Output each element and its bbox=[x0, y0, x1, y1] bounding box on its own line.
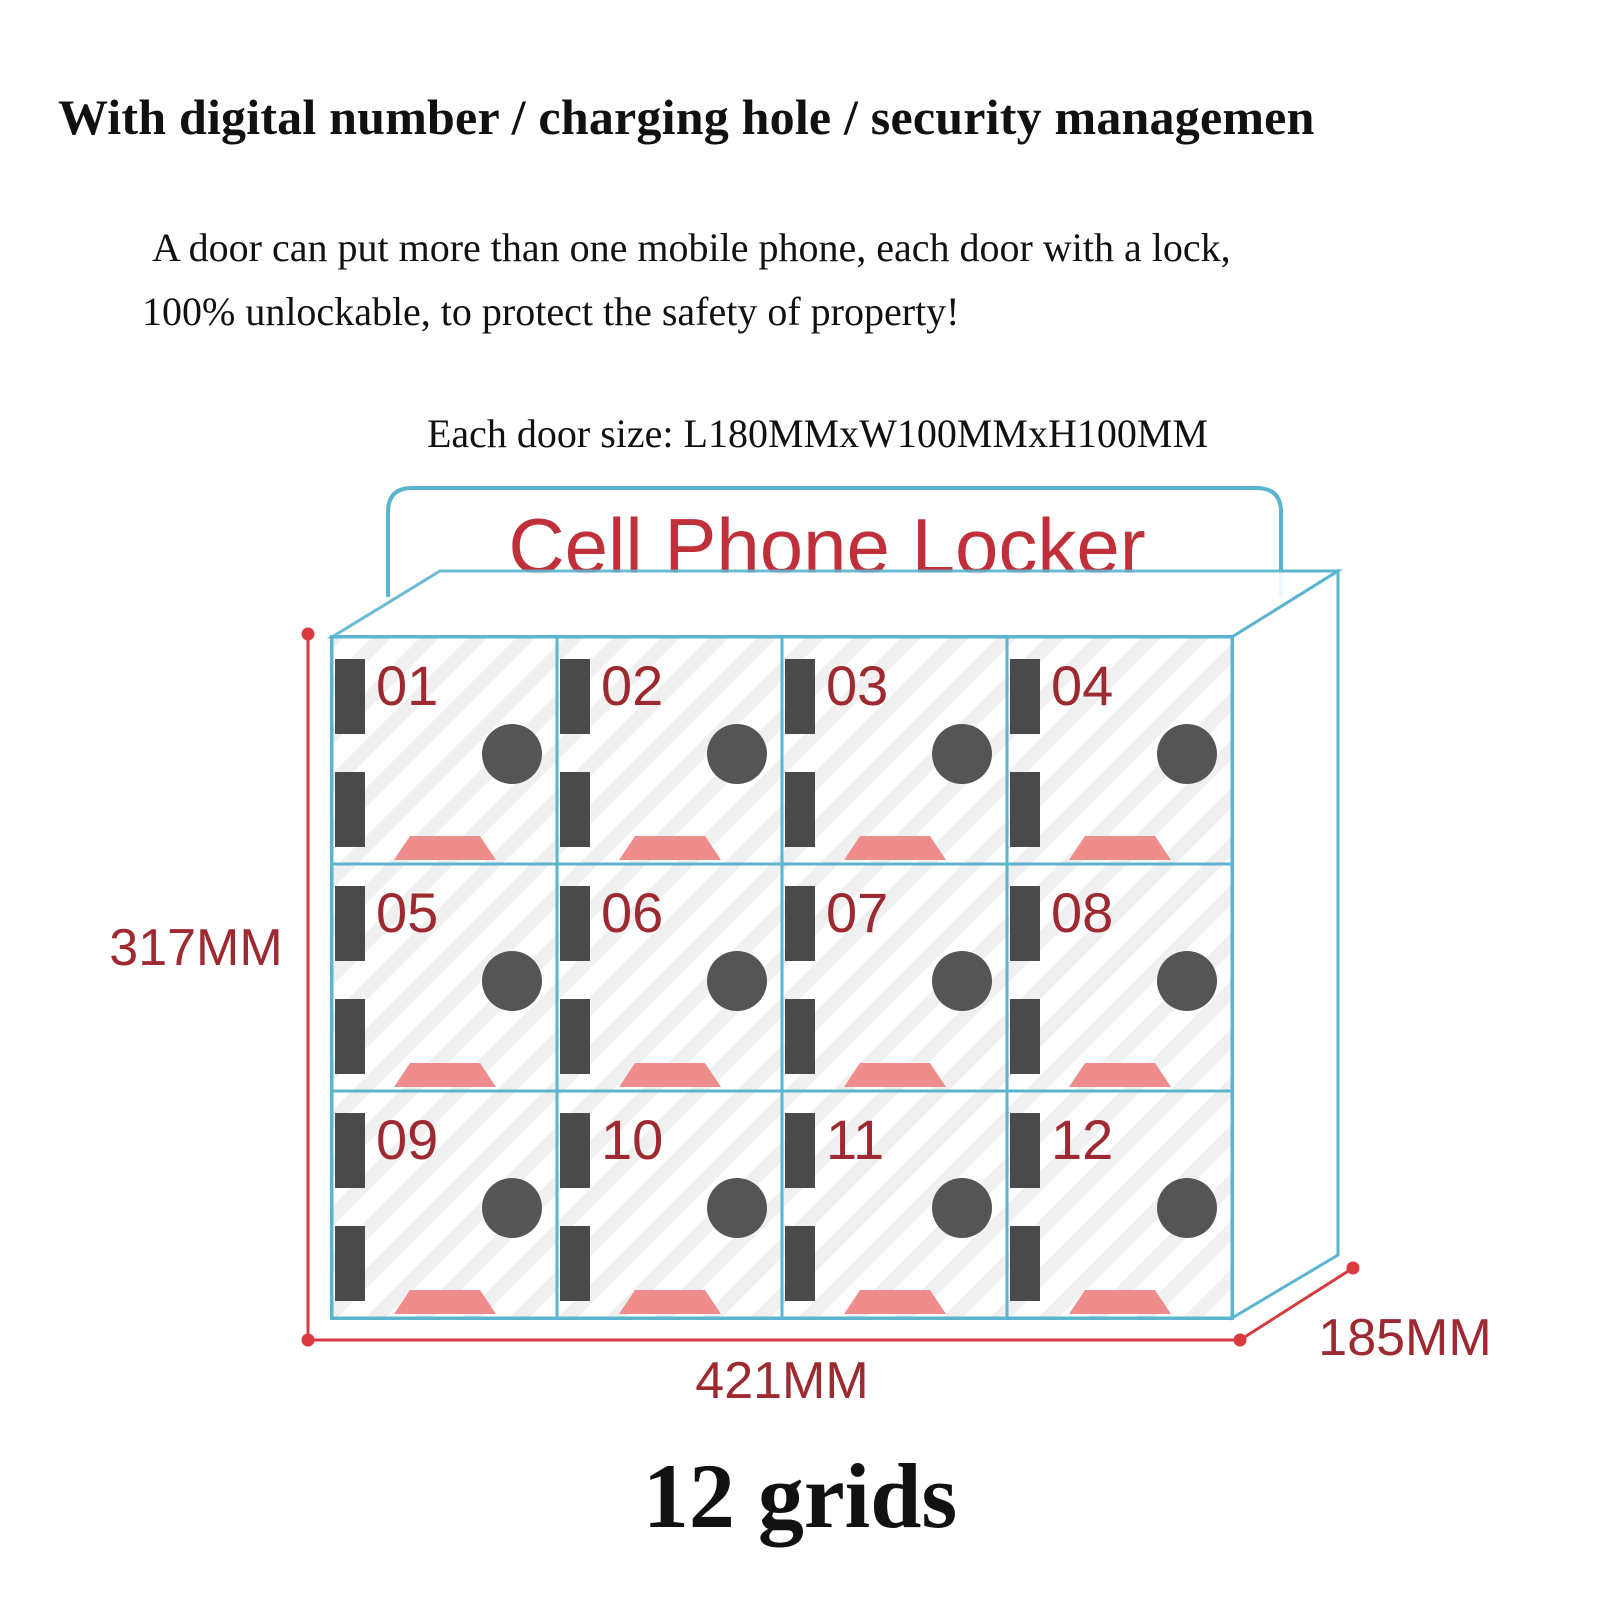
hinge-top bbox=[1010, 659, 1040, 734]
lock-icon bbox=[1157, 1178, 1217, 1238]
locker-door: 06 bbox=[555, 862, 784, 1093]
hinge-bottom bbox=[335, 1226, 365, 1301]
hinge-bottom bbox=[785, 999, 815, 1074]
cabinet-side bbox=[1230, 568, 1340, 1321]
lock-icon bbox=[482, 1178, 542, 1238]
lock-icon bbox=[707, 1178, 767, 1238]
hinge-top bbox=[785, 659, 815, 734]
locker-door: 12 bbox=[1005, 1089, 1234, 1320]
hinge-bottom bbox=[335, 772, 365, 847]
grid-count: 12 grids bbox=[642, 1445, 958, 1547]
locker-door: 07 bbox=[780, 862, 1009, 1093]
hinge-top bbox=[785, 886, 815, 961]
lock-icon bbox=[1157, 724, 1217, 784]
door-number: 12 bbox=[1051, 1108, 1113, 1171]
door-number: 04 bbox=[1051, 654, 1113, 717]
hinge-bottom bbox=[560, 772, 590, 847]
hinge-top bbox=[1010, 1113, 1040, 1188]
charging-hole bbox=[619, 1290, 721, 1314]
description-line-1: A door can put more than one mobile phon… bbox=[152, 225, 1231, 270]
hinge-top bbox=[1010, 886, 1040, 961]
charging-hole bbox=[844, 1290, 946, 1314]
charging-hole bbox=[394, 836, 496, 860]
locker-door: 08 bbox=[1005, 862, 1234, 1093]
hinge-bottom bbox=[785, 1226, 815, 1301]
door-number: 05 bbox=[376, 881, 438, 944]
description: A door can put more than one mobile phon… bbox=[142, 216, 1542, 344]
locker-door: 03 bbox=[780, 635, 1009, 866]
door-number: 07 bbox=[826, 881, 888, 944]
charging-hole bbox=[1069, 1063, 1171, 1087]
charging-hole bbox=[619, 836, 721, 860]
hinge-bottom bbox=[1010, 772, 1040, 847]
charging-hole bbox=[844, 836, 946, 860]
hinge-top bbox=[335, 659, 365, 734]
lock-icon bbox=[482, 951, 542, 1011]
door-number: 02 bbox=[601, 654, 663, 717]
hinge-top bbox=[560, 1113, 590, 1188]
hinge-bottom bbox=[335, 999, 365, 1074]
hinge-bottom bbox=[560, 999, 590, 1074]
headline: With digital number / charging hole / se… bbox=[58, 89, 1315, 145]
dimension-lines bbox=[301, 627, 1360, 1347]
cabinet-top bbox=[326, 569, 1344, 639]
locker-door: 09 bbox=[330, 1089, 559, 1320]
locker-door: 05 bbox=[330, 862, 559, 1093]
description-line-2: 100% unlockable, to protect the safety o… bbox=[142, 289, 960, 334]
door-number: 11 bbox=[826, 1108, 884, 1171]
lock-icon bbox=[932, 724, 992, 784]
door-size-note: Each door size: L180MMxW100MMxH100MM bbox=[426, 411, 1209, 456]
hinge-bottom bbox=[560, 1226, 590, 1301]
locker-door: 10 bbox=[555, 1089, 784, 1320]
locker-door: 04 bbox=[1005, 635, 1234, 866]
charging-hole bbox=[619, 1063, 721, 1087]
lock-icon bbox=[482, 724, 542, 784]
locker-door: 01 bbox=[330, 635, 559, 866]
hinge-bottom bbox=[785, 772, 815, 847]
door-number: 08 bbox=[1051, 881, 1113, 944]
hinge-top bbox=[560, 659, 590, 734]
charging-hole bbox=[1069, 1290, 1171, 1314]
charging-hole bbox=[394, 1290, 496, 1314]
lock-icon bbox=[707, 951, 767, 1011]
charging-hole bbox=[394, 1063, 496, 1087]
lock-icon bbox=[707, 724, 767, 784]
depth-dimension-label: 185MM bbox=[1318, 1309, 1491, 1367]
hinge-top bbox=[560, 886, 590, 961]
locker-door: 11 bbox=[780, 1089, 1009, 1320]
width-dimension-label: 421MM bbox=[695, 1352, 868, 1410]
door-number: 03 bbox=[826, 654, 888, 717]
lock-icon bbox=[932, 951, 992, 1011]
hinge-top bbox=[335, 1113, 365, 1188]
hinge-bottom bbox=[1010, 1226, 1040, 1301]
door-number: 06 bbox=[601, 881, 663, 944]
locker-doors: 01 02 03 04 05 06 07 08 09 10 11 12 bbox=[330, 635, 1234, 1320]
hinge-top bbox=[785, 1113, 815, 1188]
hinge-top bbox=[335, 886, 365, 961]
charging-hole bbox=[1069, 836, 1171, 860]
hinge-bottom bbox=[1010, 999, 1040, 1074]
door-number: 10 bbox=[601, 1108, 663, 1171]
door-number: 01 bbox=[376, 654, 438, 717]
lock-icon bbox=[1157, 951, 1217, 1011]
door-number: 09 bbox=[376, 1108, 438, 1171]
height-dimension-label: 317MM bbox=[109, 919, 282, 977]
charging-hole bbox=[844, 1063, 946, 1087]
locker-door: 02 bbox=[555, 635, 784, 866]
lock-icon bbox=[932, 1178, 992, 1238]
